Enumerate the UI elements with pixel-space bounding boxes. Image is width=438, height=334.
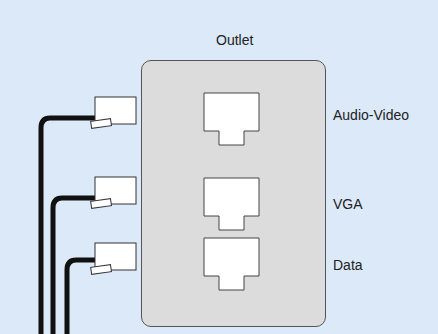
jack-socket	[204, 238, 259, 290]
port-label: VGA	[333, 196, 363, 212]
plug-latch	[91, 119, 112, 129]
cable	[41, 118, 96, 334]
jack-sockets	[142, 61, 327, 328]
jack-socket	[204, 93, 259, 145]
plug-latch	[91, 265, 112, 275]
cable	[53, 198, 96, 334]
jack-socket	[204, 178, 259, 230]
port-label: Audio-Video	[333, 107, 409, 123]
plug-latch	[91, 199, 112, 209]
outlet-plate: Outlet	[141, 60, 326, 327]
port-label: Data	[333, 257, 363, 273]
outlet-heading: Outlet	[216, 32, 253, 48]
